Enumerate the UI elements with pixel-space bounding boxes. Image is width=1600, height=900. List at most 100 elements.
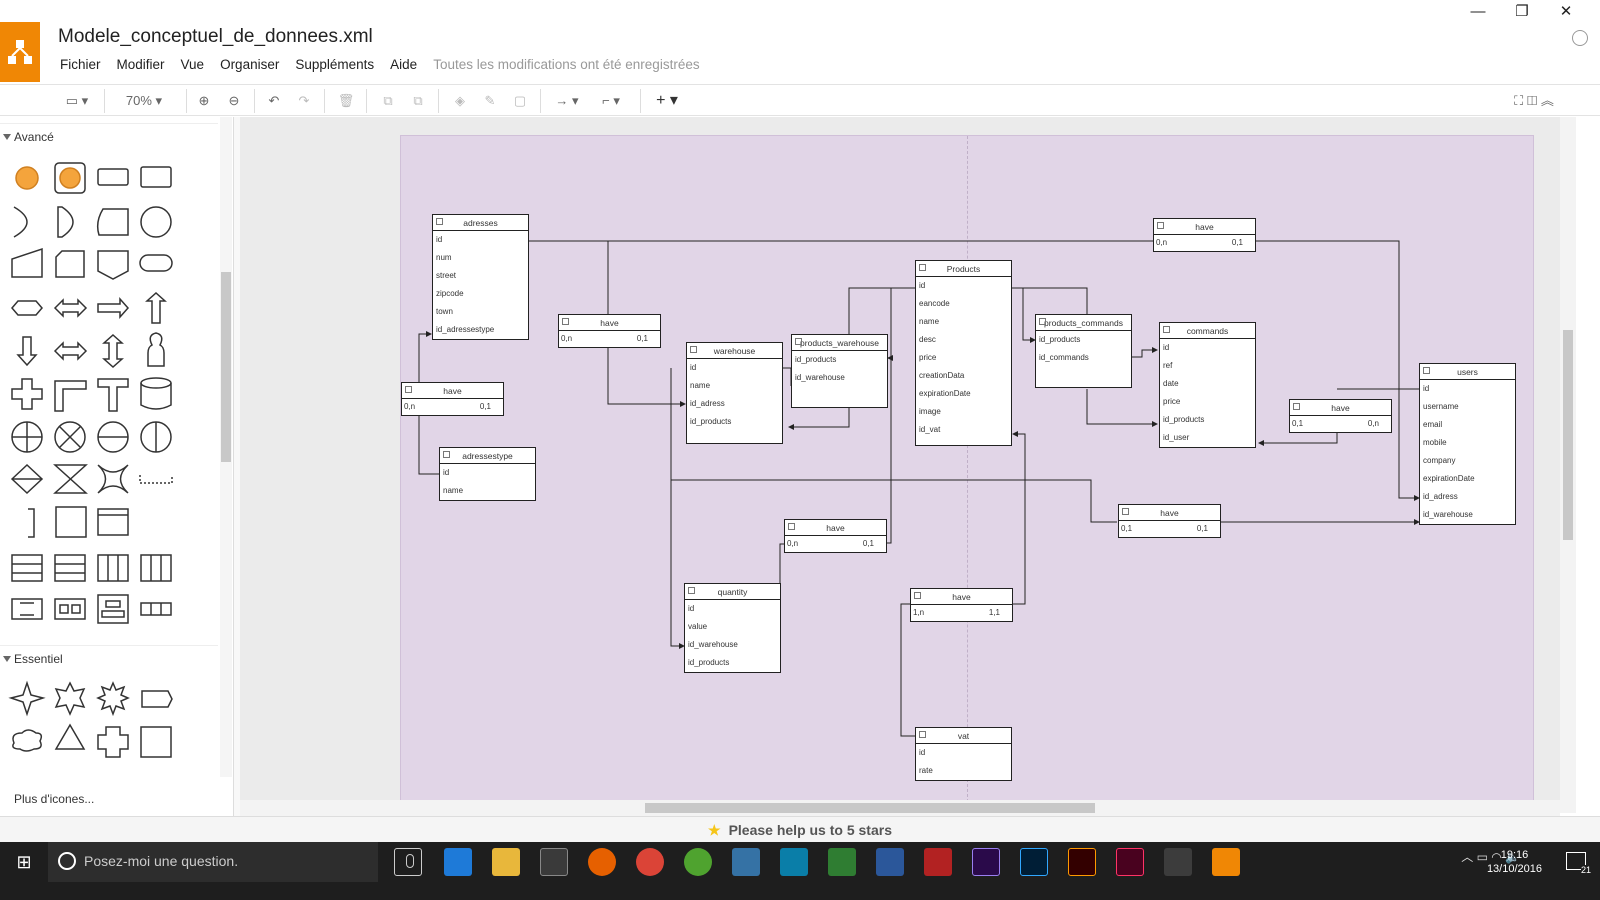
- zoom-in-icon[interactable]: ⊕: [198, 93, 210, 108]
- system-tray-icons[interactable]: ︿ ▭ ◠ 🔈: [1461, 850, 1520, 864]
- microphone-icon[interactable]: [406, 854, 414, 868]
- entity-title: adressestype: [440, 448, 535, 464]
- entity-adresses[interactable]: adresses id num street zipcode town id_a…: [432, 214, 529, 340]
- code-editor-icon[interactable]: [780, 848, 808, 876]
- rating-banner[interactable]: ★Please help us to 5 stars: [0, 816, 1600, 842]
- firefox-icon[interactable]: [588, 848, 616, 876]
- drawio-taskbar-icon[interactable]: [1212, 848, 1240, 876]
- zoom-out-icon[interactable]: ⊖: [228, 93, 240, 108]
- entity-field: creationData: [919, 371, 965, 380]
- illustrator-icon[interactable]: [1068, 848, 1096, 876]
- entity-field: id_adress: [690, 399, 725, 408]
- waypoints-icon[interactable]: ⌐ ▾: [602, 93, 620, 108]
- chrome-icon[interactable]: [636, 848, 664, 876]
- sidebar-splitter[interactable]: [234, 117, 240, 828]
- utorrent-icon[interactable]: [684, 848, 712, 876]
- entity-vat[interactable]: vat id rate: [915, 727, 1012, 781]
- delete-icon[interactable]: 🗑: [337, 93, 355, 108]
- line-color-icon[interactable]: ✎: [484, 93, 496, 108]
- entity-field: rate: [919, 766, 933, 775]
- entity-field: email: [1423, 420, 1443, 429]
- maximize-icon[interactable]: ❐: [1515, 3, 1529, 20]
- redo-icon[interactable]: ↷: [298, 93, 310, 108]
- cardinality-left: 0,1: [1121, 524, 1133, 533]
- cortana-search[interactable]: Posez-moi une question.: [48, 842, 414, 882]
- photoshop-icon[interactable]: [1020, 848, 1048, 876]
- entity-products-commands[interactable]: products_commands id_products id_command…: [1035, 314, 1132, 388]
- entity-field: street: [436, 271, 457, 280]
- undo-icon[interactable]: ↶: [268, 93, 280, 108]
- python-icon[interactable]: [732, 848, 760, 876]
- shadow-icon[interactable]: ▢: [513, 93, 527, 108]
- clock[interactable]: 19:16 13/10/2016: [1487, 848, 1542, 876]
- diagram-canvas[interactable]: adresses id num street zipcode town id_a…: [240, 117, 1560, 813]
- menu-vue[interactable]: Vue: [180, 57, 205, 72]
- canvas-vertical-thumb[interactable]: [1563, 330, 1573, 540]
- advanced-shapes-grid[interactable]: [0, 157, 218, 637]
- windows-start-icon[interactable]: ⊞: [16, 852, 32, 872]
- section-essentiel[interactable]: Essentiel: [0, 645, 218, 671]
- entity-commands[interactable]: commands id ref date price id_products i…: [1159, 322, 1256, 448]
- git-icon[interactable]: [1164, 848, 1192, 876]
- insert-icon[interactable]: + ▾: [656, 92, 678, 109]
- fullscreen-icon[interactable]: ⛶ ◫ ︽: [1514, 93, 1554, 108]
- entity-field: expirationDate: [1423, 474, 1475, 483]
- entity-field: id_warehouse: [795, 373, 845, 382]
- canvas-horizontal-thumb[interactable]: [645, 803, 1095, 813]
- to-front-icon[interactable]: ⧉: [383, 93, 393, 108]
- entity-field: id_products: [690, 417, 732, 426]
- document-title[interactable]: Modele_conceptuel_de_donnees.xml: [58, 26, 373, 47]
- entity-quantity[interactable]: quantity id value id_warehouse id_produc…: [684, 583, 781, 673]
- file-explorer-icon[interactable]: [492, 848, 520, 876]
- entity-field: id_adress: [1423, 492, 1458, 501]
- menu-modifier[interactable]: Modifier: [116, 57, 165, 72]
- entity-adressestype[interactable]: adressestype id name: [439, 447, 536, 501]
- to-back-icon[interactable]: ⧉: [413, 93, 423, 108]
- cardinality-right: 0,1: [636, 334, 648, 343]
- basic-shapes-grid[interactable]: [0, 677, 218, 787]
- document-icon[interactable]: [876, 848, 904, 876]
- entity-field: id: [688, 604, 695, 613]
- entity-title: products_warehouse: [792, 335, 887, 351]
- indesign-icon[interactable]: [1116, 848, 1144, 876]
- after-effects-icon[interactable]: [972, 848, 1000, 876]
- entity-field: date: [1163, 379, 1179, 388]
- menu-fichier[interactable]: Fichier: [60, 57, 101, 72]
- entity-products-warehouse[interactable]: products_warehouse id_products id_wareho…: [791, 334, 888, 408]
- entity-users[interactable]: users id username email mobile company e…: [1419, 363, 1516, 525]
- filezilla-icon[interactable]: [924, 848, 952, 876]
- more-shapes-link[interactable]: Plus d'icones...: [14, 792, 95, 806]
- store-icon[interactable]: [540, 848, 568, 876]
- zoom-select[interactable]: 70% ▾: [125, 93, 163, 108]
- minimize-icon[interactable]: —: [1470, 3, 1486, 20]
- fill-color-icon[interactable]: ◈: [455, 93, 465, 108]
- relation-title: have: [1290, 400, 1391, 416]
- page-guide: [967, 136, 968, 802]
- entity-field: id_commands: [1039, 353, 1089, 362]
- menu-aide[interactable]: Aide: [390, 57, 418, 72]
- connection-icon[interactable]: → ▾: [555, 93, 579, 108]
- entity-field: mobile: [1423, 438, 1447, 447]
- edge-icon[interactable]: [444, 848, 472, 876]
- task-view-icon[interactable]: [394, 848, 422, 876]
- entity-warehouse[interactable]: warehouse id name id_adress id_products: [686, 342, 783, 444]
- spreadsheet-icon[interactable]: [828, 848, 856, 876]
- menu-supplements[interactable]: Suppléments: [295, 57, 375, 72]
- entity-field: id: [436, 235, 443, 244]
- entity-products[interactable]: Products id eancode name desc price crea…: [915, 260, 1012, 446]
- notification-center-icon[interactable]: 21: [1566, 852, 1591, 875]
- close-icon[interactable]: ✕: [1559, 3, 1573, 20]
- sidebar-scroll-thumb[interactable]: [221, 272, 231, 462]
- section-avance[interactable]: Avancé: [0, 123, 218, 149]
- globe-icon[interactable]: [1572, 30, 1588, 46]
- cardinality-right: 0,1: [1196, 524, 1208, 533]
- menu-organiser[interactable]: Organiser: [220, 57, 280, 72]
- format-panel-icon[interactable]: ▭ ▾: [65, 93, 89, 108]
